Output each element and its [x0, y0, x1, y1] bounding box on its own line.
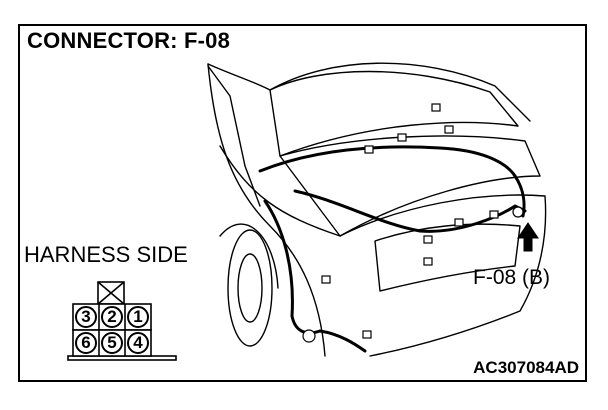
- rear-wheel-hub: [237, 253, 263, 323]
- pin-number: 3: [75, 306, 97, 328]
- pin-number: 5: [101, 332, 123, 354]
- wheel-arch: [219, 223, 279, 289]
- page-title: CONNECTOR: F-08: [27, 28, 231, 53]
- figure-code: AC307084AD: [473, 358, 579, 377]
- harness-upper: [258, 145, 517, 178]
- harness-trunk: [293, 189, 527, 233]
- pin-number: 6: [75, 332, 97, 354]
- rear-wheel: [227, 229, 273, 347]
- diagram-frame: CONNECTOR: F-08 HARNESS SIDE F-08 (B) AC…: [18, 24, 587, 382]
- harness-lower: [318, 329, 367, 353]
- side-line: [207, 65, 261, 207]
- pin-number: 4: [127, 332, 149, 354]
- harness-left-drop: [263, 199, 322, 335]
- rear-window: [269, 70, 519, 157]
- quarter-panel: [207, 63, 326, 357]
- harness-side-label: HARNESS SIDE: [24, 242, 188, 267]
- trunk-lid: [279, 135, 541, 237]
- pin-number: 2: [101, 306, 123, 328]
- vehicle-harness-illustration: [67, 62, 547, 361]
- car-roofline: [207, 62, 531, 122]
- blank-cavity-x-2: [97, 281, 125, 305]
- rear-fender-line: [219, 145, 341, 237]
- rear-bumper: [339, 194, 547, 357]
- arrow-icon: [517, 222, 539, 252]
- pin-number: 1: [127, 306, 149, 328]
- connector-callout-label: F-08 (B): [473, 266, 551, 289]
